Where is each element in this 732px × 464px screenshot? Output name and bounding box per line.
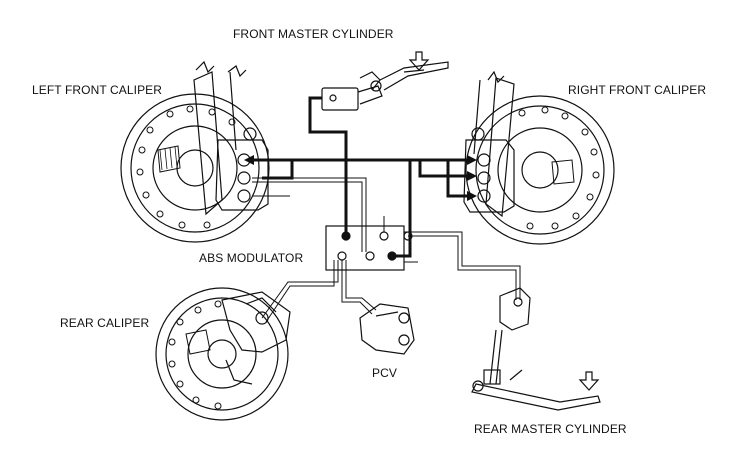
rear-master-cylinder-label: REAR MASTER CYLINDER [474,422,627,436]
rear-caliper-label: REAR CALIPER [60,316,150,330]
right-front-caliper-label: RIGHT FRONT CALIPER [568,83,707,97]
secondary-brake-lines [252,177,521,323]
right-fork-leg [473,70,515,218]
abs-modulator-label: ABS MODULATOR [199,251,304,265]
left-front-caliper [215,127,269,211]
front-master-cylinder-label: FRONT MASTER CYLINDER [233,27,394,41]
rear-disc [155,287,289,421]
left-fork-leg [193,60,247,216]
right-front-caliper [463,127,515,213]
pcv-valve [359,303,415,355]
right-front-disc [465,95,615,245]
left-front-caliper-label: LEFT FRONT CALIPER [32,83,163,97]
primary-arrowheads [244,155,477,201]
abs-modulator [325,225,420,271]
rear-caliper [221,291,291,385]
rear-master-cylinder [471,287,601,411]
primary-brake-lines [252,96,474,258]
front-master-cylinder [321,61,449,111]
left-front-disc [120,93,270,243]
pcv-label: PCV [372,366,397,380]
rear-pedal-arrow [578,371,600,391]
front-lever-arrow [408,51,430,71]
